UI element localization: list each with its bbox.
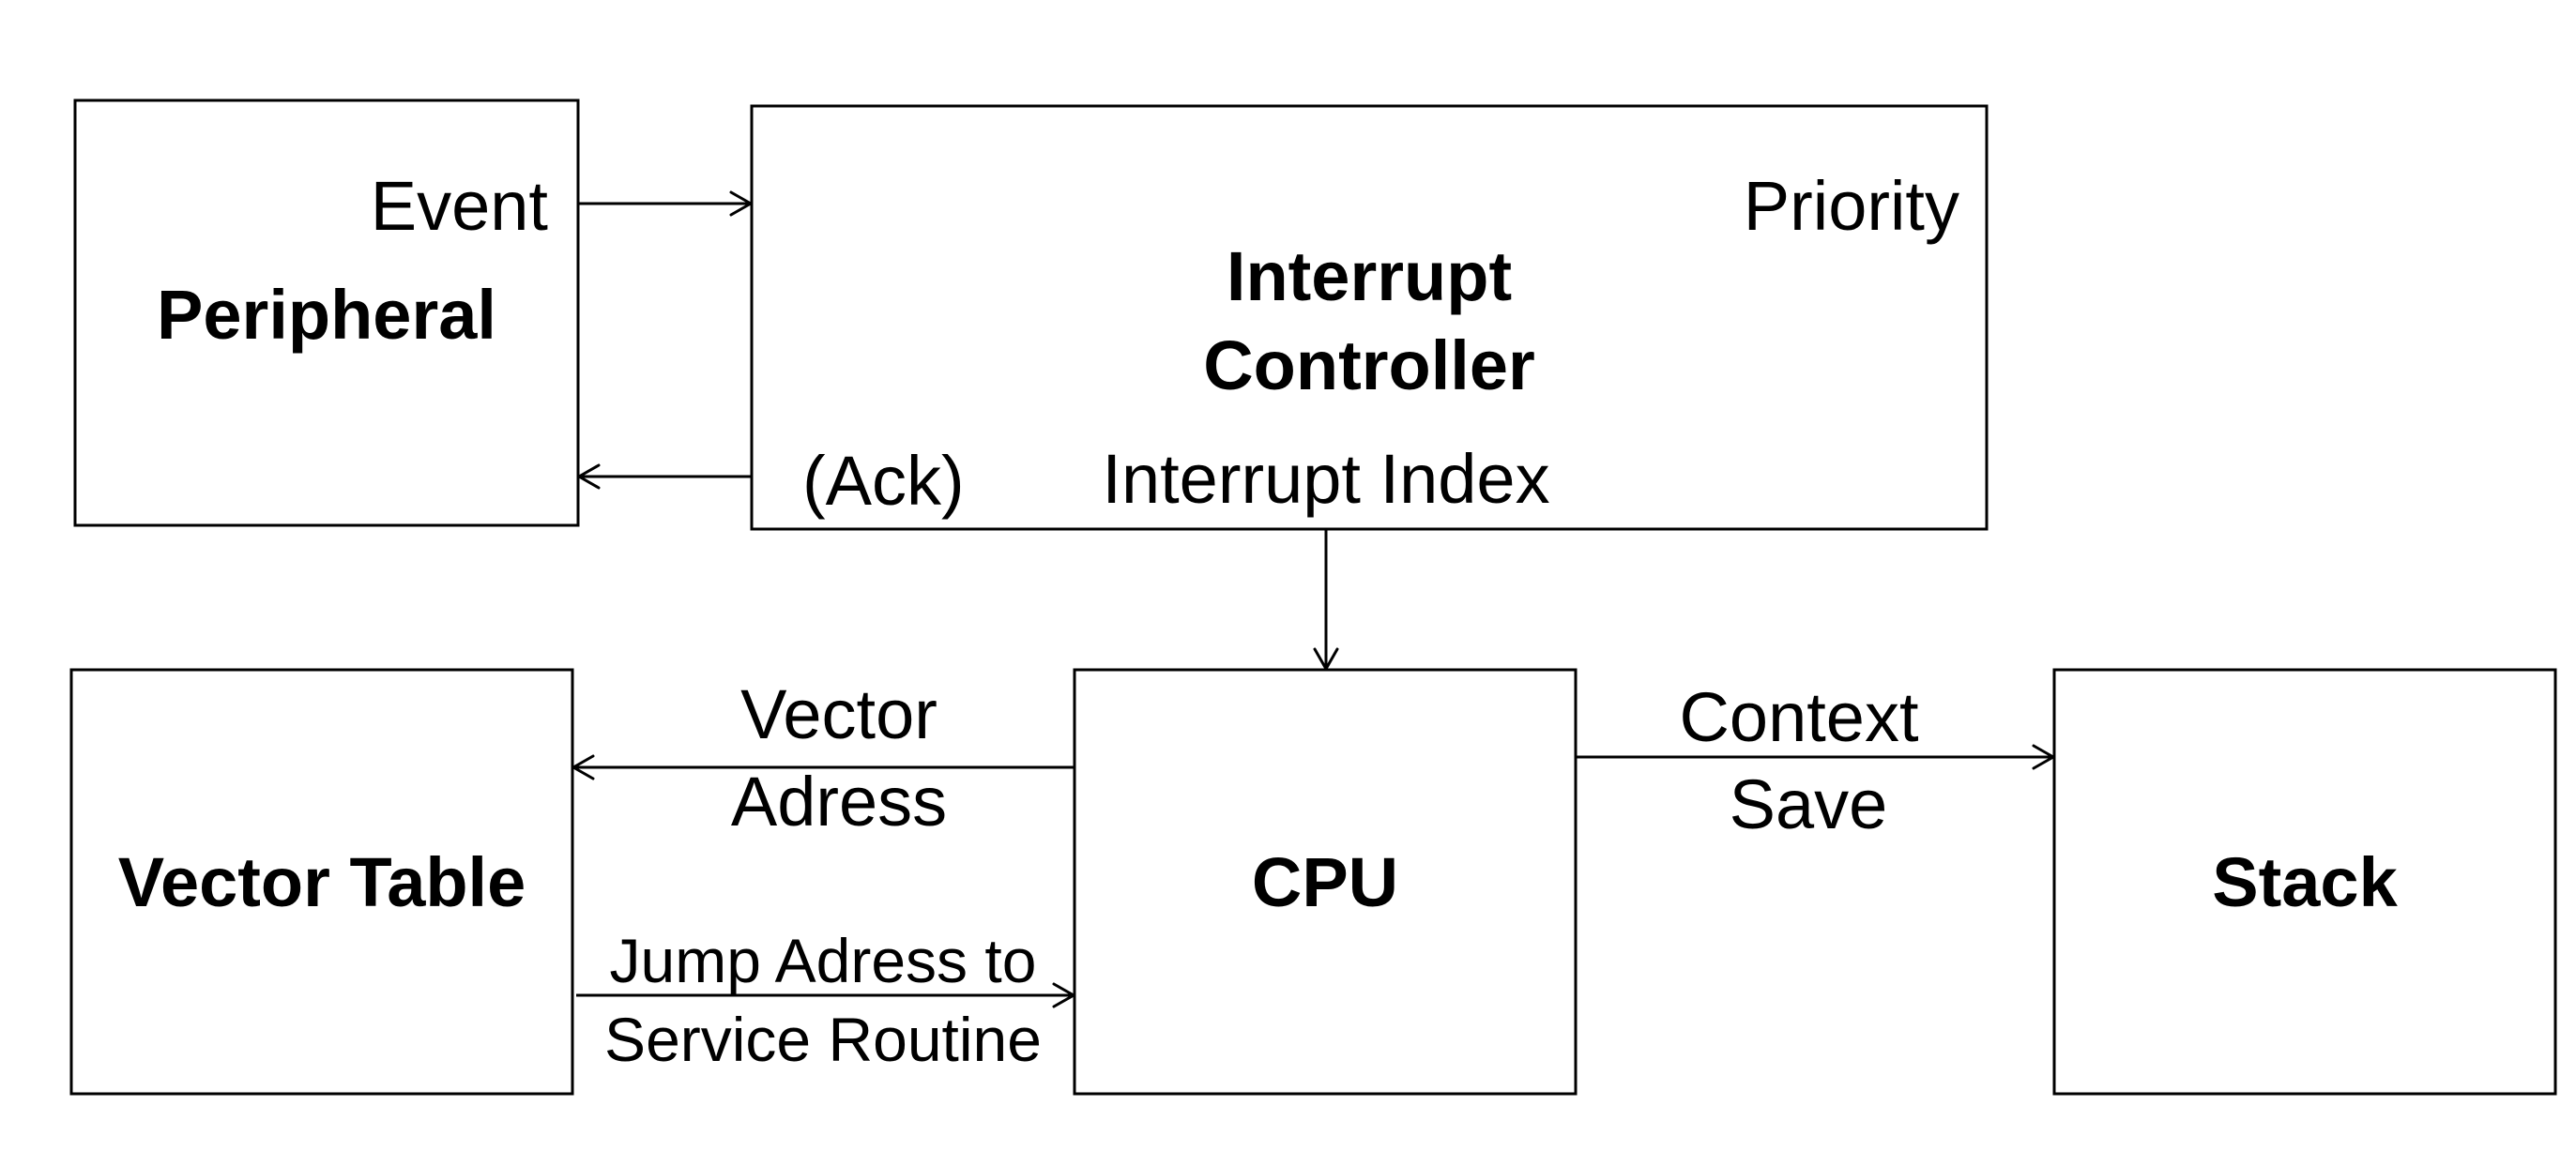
interrupt-controller-priority-label: Priority bbox=[1744, 167, 1959, 245]
vector-table-box bbox=[69, 668, 574, 1096]
node-interrupt-controller: Interrupt Controller Priority (Ack) Inte… bbox=[750, 104, 1989, 531]
edge-event bbox=[578, 190, 753, 217]
vector-address-arrowhead bbox=[572, 754, 595, 780]
peripheral-title: Peripheral bbox=[157, 276, 496, 354]
node-vector-table: Vector Table bbox=[69, 668, 574, 1096]
interrupt-controller-box bbox=[750, 104, 1989, 531]
edge-interrupt-index bbox=[1313, 529, 1339, 671]
jump-address-label-line1: Jump Adress to bbox=[610, 926, 1037, 995]
edge-vector-address: Vector Adress bbox=[572, 675, 1075, 841]
context-save-label-line2: Save bbox=[1730, 765, 1888, 843]
edge-jump-address: Jump Adress to Service Routine bbox=[576, 926, 1075, 1074]
cpu-title: CPU bbox=[1252, 843, 1398, 921]
interrupt-controller-title-line1: Interrupt bbox=[1227, 237, 1512, 315]
jump-address-label-line2: Service Routine bbox=[604, 1005, 1042, 1074]
ack-arrowhead bbox=[577, 463, 601, 490]
stack-box bbox=[2052, 668, 2557, 1096]
vector-address-label-line1: Vector bbox=[740, 675, 937, 753]
event-arrowhead bbox=[729, 190, 753, 217]
peripheral-event-label: Event bbox=[371, 167, 549, 245]
node-stack: Stack bbox=[2052, 668, 2557, 1096]
cpu-box bbox=[1073, 668, 1578, 1096]
edge-ack bbox=[577, 463, 752, 490]
jump-address-arrowhead bbox=[1052, 982, 1075, 1008]
context-save-label-line1: Context bbox=[1679, 678, 1918, 756]
interrupt-controller-title-line2: Controller bbox=[1203, 326, 1535, 404]
vector-table-title: Vector Table bbox=[118, 843, 526, 921]
interrupt-controller-index-label: Interrupt Index bbox=[1102, 440, 1549, 518]
edge-context-save: Context Save bbox=[1576, 678, 2055, 843]
interrupt-controller-ack-label: (Ack) bbox=[802, 442, 965, 520]
vector-address-label-line2: Adress bbox=[731, 763, 947, 841]
stack-title: Stack bbox=[2212, 843, 2398, 921]
node-cpu: CPU bbox=[1073, 668, 1578, 1096]
interrupt-index-arrowhead bbox=[1313, 647, 1339, 671]
peripheral-box bbox=[73, 98, 580, 527]
context-save-arrowhead bbox=[2032, 744, 2055, 770]
node-peripheral: Peripheral Event bbox=[73, 98, 580, 527]
